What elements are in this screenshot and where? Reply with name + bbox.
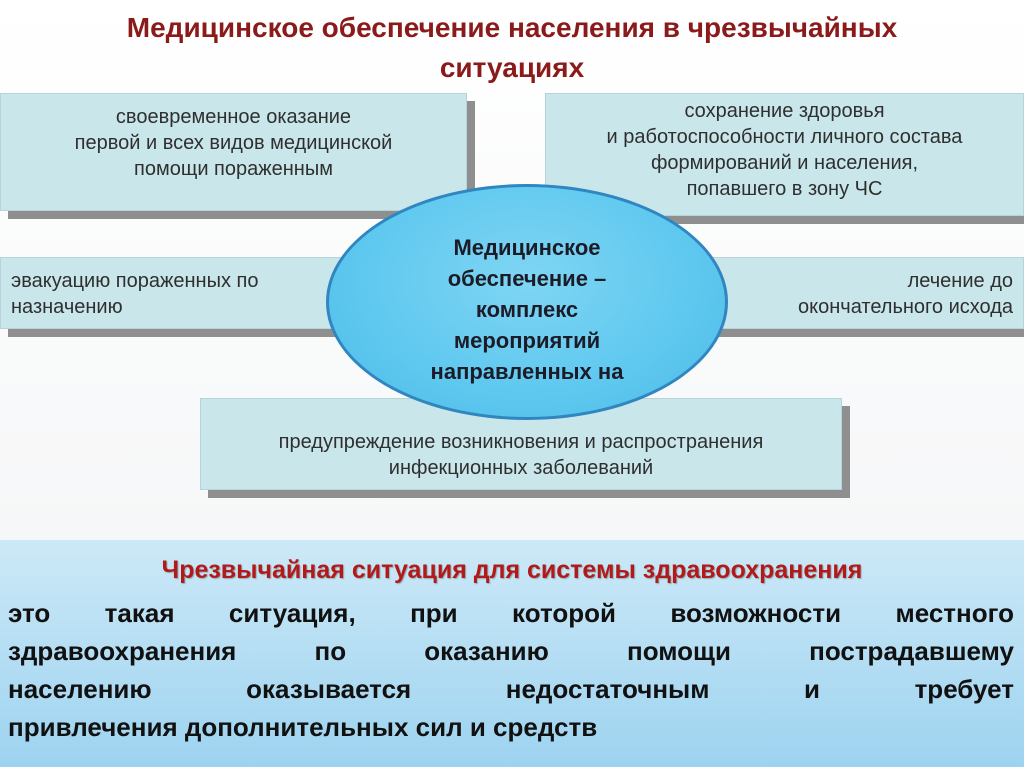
definition-line: населению оказывается недостаточным и тр… bbox=[8, 674, 1014, 704]
box-line: назначению bbox=[11, 296, 123, 318]
box-line: окончательного исхода bbox=[798, 296, 1013, 318]
definition-title: Чрезвычайная ситуация для системы здраво… bbox=[161, 556, 863, 584]
definition-text: это такая ситуация, при которой возможно… bbox=[8, 594, 1014, 746]
box-evacuation: эвакуацию пораженных по назначению bbox=[0, 257, 345, 329]
center-line: мероприятий bbox=[453, 327, 601, 353]
definition-panel bbox=[0, 540, 1024, 767]
center-line: обеспечение – bbox=[447, 265, 607, 291]
box-health-preservation: сохранение здоровья и работоспособности … bbox=[545, 93, 1024, 216]
center-ellipse: Медицинское обеспечение – комплекс мероп… bbox=[326, 184, 728, 420]
box-line: первой и всех видов медицинской bbox=[74, 132, 393, 154]
box-line: помощи пораженным bbox=[134, 158, 333, 180]
definition-line: здравоохранения по оказанию помощи постр… bbox=[8, 636, 1014, 666]
box-treatment: лечение до окончательного исхода bbox=[705, 257, 1024, 329]
box-line: попавшего в зону ЧС bbox=[686, 178, 883, 200]
box-line: сохранение здоровья bbox=[684, 100, 885, 122]
box-infection-prevention: предупреждение возникновения и распростр… bbox=[200, 398, 842, 490]
box-line: формирований и населения, bbox=[650, 152, 919, 174]
box-line: предупреждение возникновения и распростр… bbox=[278, 431, 764, 453]
box-line: эвакуацию пораженных по bbox=[11, 270, 259, 292]
title-line-1: Медицинское обеспечение населения в чрез… bbox=[126, 12, 898, 43]
box-first-aid: своевременное оказание первой и всех вид… bbox=[0, 93, 467, 211]
box-line: своевременное оказание bbox=[115, 106, 352, 128]
center-line: направленных на bbox=[430, 358, 624, 384]
definition-line: привлечения дополнительных сил и средств bbox=[8, 712, 598, 742]
box-line: инфекционных заболеваний bbox=[388, 457, 654, 479]
box-line: лечение до bbox=[907, 270, 1013, 292]
box-line: и работоспособности личного состава bbox=[606, 126, 963, 148]
definition-line: это такая ситуация, при которой возможно… bbox=[8, 598, 1014, 628]
center-line: комплекс bbox=[475, 296, 579, 322]
slide-title: Медицинское обеспечение населения в чрез… bbox=[20, 8, 1004, 88]
center-line: Медицинское bbox=[453, 234, 601, 260]
title-line-2: ситуациях bbox=[439, 52, 585, 83]
